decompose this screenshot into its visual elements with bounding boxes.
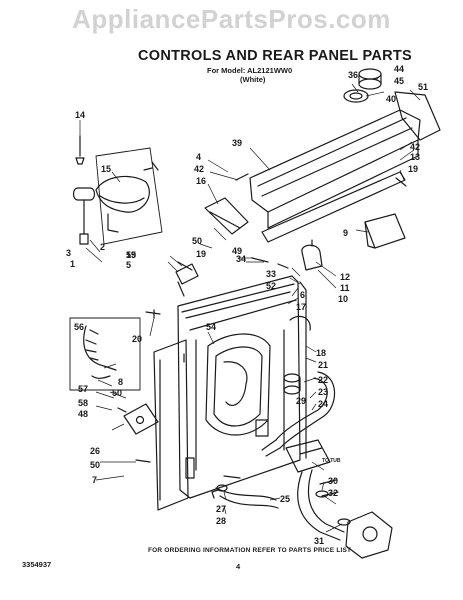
timer-dial: [343, 89, 369, 103]
callout-49: 49: [232, 246, 242, 256]
console-bracket: [261, 171, 406, 243]
callout-18: 18: [316, 348, 326, 358]
callout-31: 31: [314, 536, 324, 546]
callout-44: 44: [394, 64, 404, 74]
callout-23: 23: [318, 387, 328, 397]
callout-24: 24: [318, 399, 328, 409]
callout-48: 48: [78, 409, 88, 419]
callout-7: 7: [92, 475, 97, 485]
document-number: 3354937: [22, 560, 52, 569]
callout-14: 14: [75, 110, 85, 120]
callout-50a: 50: [192, 236, 202, 246]
drain-hose: [275, 377, 328, 441]
pump: [285, 439, 331, 473]
callout-55: 55: [126, 250, 136, 260]
callout-45: 45: [394, 76, 404, 86]
callout-36: 36: [348, 70, 358, 80]
callout-10: 10: [338, 294, 348, 304]
callout-13: 13: [410, 152, 420, 162]
callout-40: 40: [386, 94, 396, 104]
parts-box-56: [69, 317, 141, 391]
watermark: AppliancePartsPros.com: [72, 4, 391, 34]
callout-19c: 19: [126, 250, 136, 260]
outlet-hose: [297, 471, 341, 541]
callout-16: 16: [196, 176, 206, 186]
callout-34: 34: [236, 254, 246, 264]
color-line: (White): [240, 75, 266, 84]
callout-19a: 19: [408, 164, 418, 174]
callout-4: 4: [196, 152, 201, 162]
cord-set: [95, 175, 150, 213]
bracket-26: [123, 403, 159, 435]
water-valve: [301, 244, 323, 271]
callout-42a: 42: [194, 164, 204, 174]
model-line: For Model: AL2121WW0: [207, 66, 293, 75]
ordering-footnote: FOR ORDERING INFORMATION REFER TO PARTS …: [148, 547, 352, 554]
callout-19b: 19: [196, 249, 206, 259]
callout-22: 22: [318, 375, 328, 385]
diagram-title: CONTROLS AND REAR PANEL PARTS: [138, 48, 413, 64]
rear-panel: [177, 275, 301, 499]
cord-box: [95, 147, 163, 245]
callout-5: 5: [126, 260, 131, 270]
callout-50c: 50: [90, 460, 100, 470]
filter-hose: [83, 325, 117, 371]
callout-30: 30: [328, 476, 338, 486]
callout-6: 6: [300, 290, 305, 300]
callout-11: 11: [340, 283, 350, 293]
flow-label: TO TUB: [322, 458, 341, 464]
callout-42b: 42: [410, 142, 420, 152]
callout-51: 51: [418, 82, 428, 92]
callout-9: 9: [343, 228, 348, 238]
callout-20: 20: [132, 334, 142, 344]
callout-17: 17: [296, 302, 306, 312]
callout-32: 32: [328, 488, 338, 498]
callout-25: 25: [280, 494, 290, 504]
callout-27: 27: [216, 504, 226, 514]
side-panel: [153, 339, 189, 511]
callout-28: 28: [216, 516, 226, 526]
callout-2: 2: [100, 242, 105, 252]
inlet-hose: [289, 315, 311, 331]
callout-54: 54: [206, 322, 216, 332]
callout-1: 1: [70, 259, 75, 269]
callout-26: 26: [90, 446, 100, 456]
callout-8: 8: [118, 377, 123, 387]
selector-switch: [204, 197, 249, 235]
callout-labels: 1 2 3 4 5 6 7 8 9 10 11 12 13 14 15 16 1…: [66, 64, 428, 546]
pump-housing: [345, 511, 393, 559]
callout-50b: 50: [112, 388, 122, 398]
timer-knob: [358, 68, 382, 80]
callout-39: 39: [232, 138, 242, 148]
callout-21: 21: [318, 360, 328, 370]
callout-58: 58: [78, 398, 88, 408]
callout-57: 57: [78, 384, 88, 394]
callout-3: 3: [66, 248, 71, 258]
page-number: 4: [236, 562, 241, 571]
callout-56: 56: [74, 322, 84, 332]
console-end-cap: [394, 91, 441, 141]
callout-12: 12: [340, 272, 350, 282]
callout-15: 15: [101, 164, 111, 174]
callout-33: 33: [266, 269, 276, 279]
callout-29: 29: [296, 396, 306, 406]
timer: [364, 213, 406, 249]
callout-52: 52: [266, 281, 276, 291]
console-panel: [249, 109, 421, 213]
